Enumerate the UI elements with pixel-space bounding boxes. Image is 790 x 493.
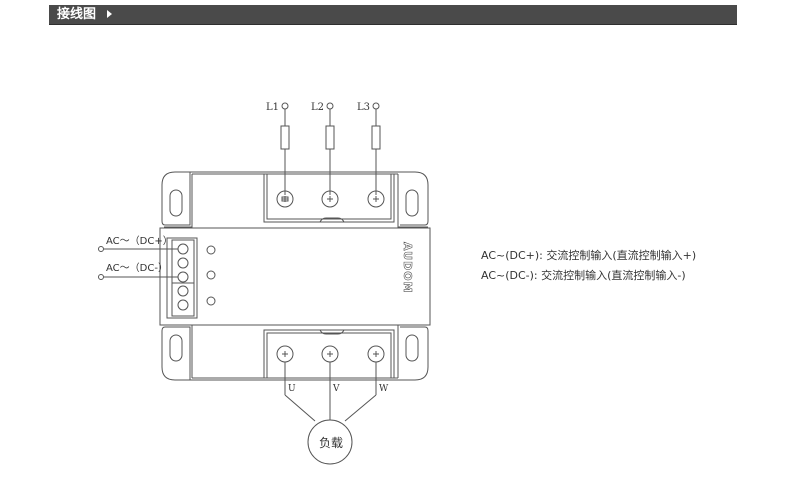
control-wires	[98, 246, 178, 280]
mounting-slot	[405, 189, 419, 217]
led-indicator	[206, 296, 216, 306]
led-indicator	[206, 270, 216, 280]
input-screws	[276, 190, 385, 208]
mounting-slot	[169, 189, 183, 217]
section-title: 接线图	[57, 7, 97, 22]
control-terminal-strip	[166, 237, 198, 319]
control-label-dc-plus: AC～（DC+）	[106, 235, 173, 247]
led-indicator	[206, 245, 216, 255]
phase-label-l1: L1	[266, 102, 279, 113]
output-terminal-block	[263, 329, 395, 379]
legend-line-dc-minus: AC~(DC-): 交流控制输入(直流控制输入-)	[481, 269, 686, 282]
input-terminal-block	[263, 173, 395, 223]
load-circle	[307, 419, 353, 465]
phase-input-lines	[280, 102, 381, 195]
mounting-slot	[169, 334, 183, 362]
output-screws	[276, 345, 385, 363]
section-header: 接线图	[49, 5, 737, 25]
control-label-dc-minus: AC～（DC-）	[106, 262, 168, 274]
indicator-leds	[206, 245, 216, 306]
phase-label-u: U	[288, 384, 296, 394]
phase-label-l3: L3	[357, 102, 370, 113]
phase-label-w: W	[379, 384, 389, 394]
mounting-slot	[405, 334, 419, 362]
triangle-right-icon	[107, 10, 112, 18]
load-label: 负载	[319, 436, 343, 450]
legend-line-dc-plus: AC~(DC+): 交流控制输入(直流控制输入+)	[481, 249, 697, 262]
relay-housing	[159, 171, 431, 381]
phase-label-v: V	[332, 384, 340, 394]
phase-label-l2: L2	[311, 102, 324, 113]
output-load-lines	[284, 362, 377, 465]
brand-logo: AUDOM	[401, 242, 414, 294]
